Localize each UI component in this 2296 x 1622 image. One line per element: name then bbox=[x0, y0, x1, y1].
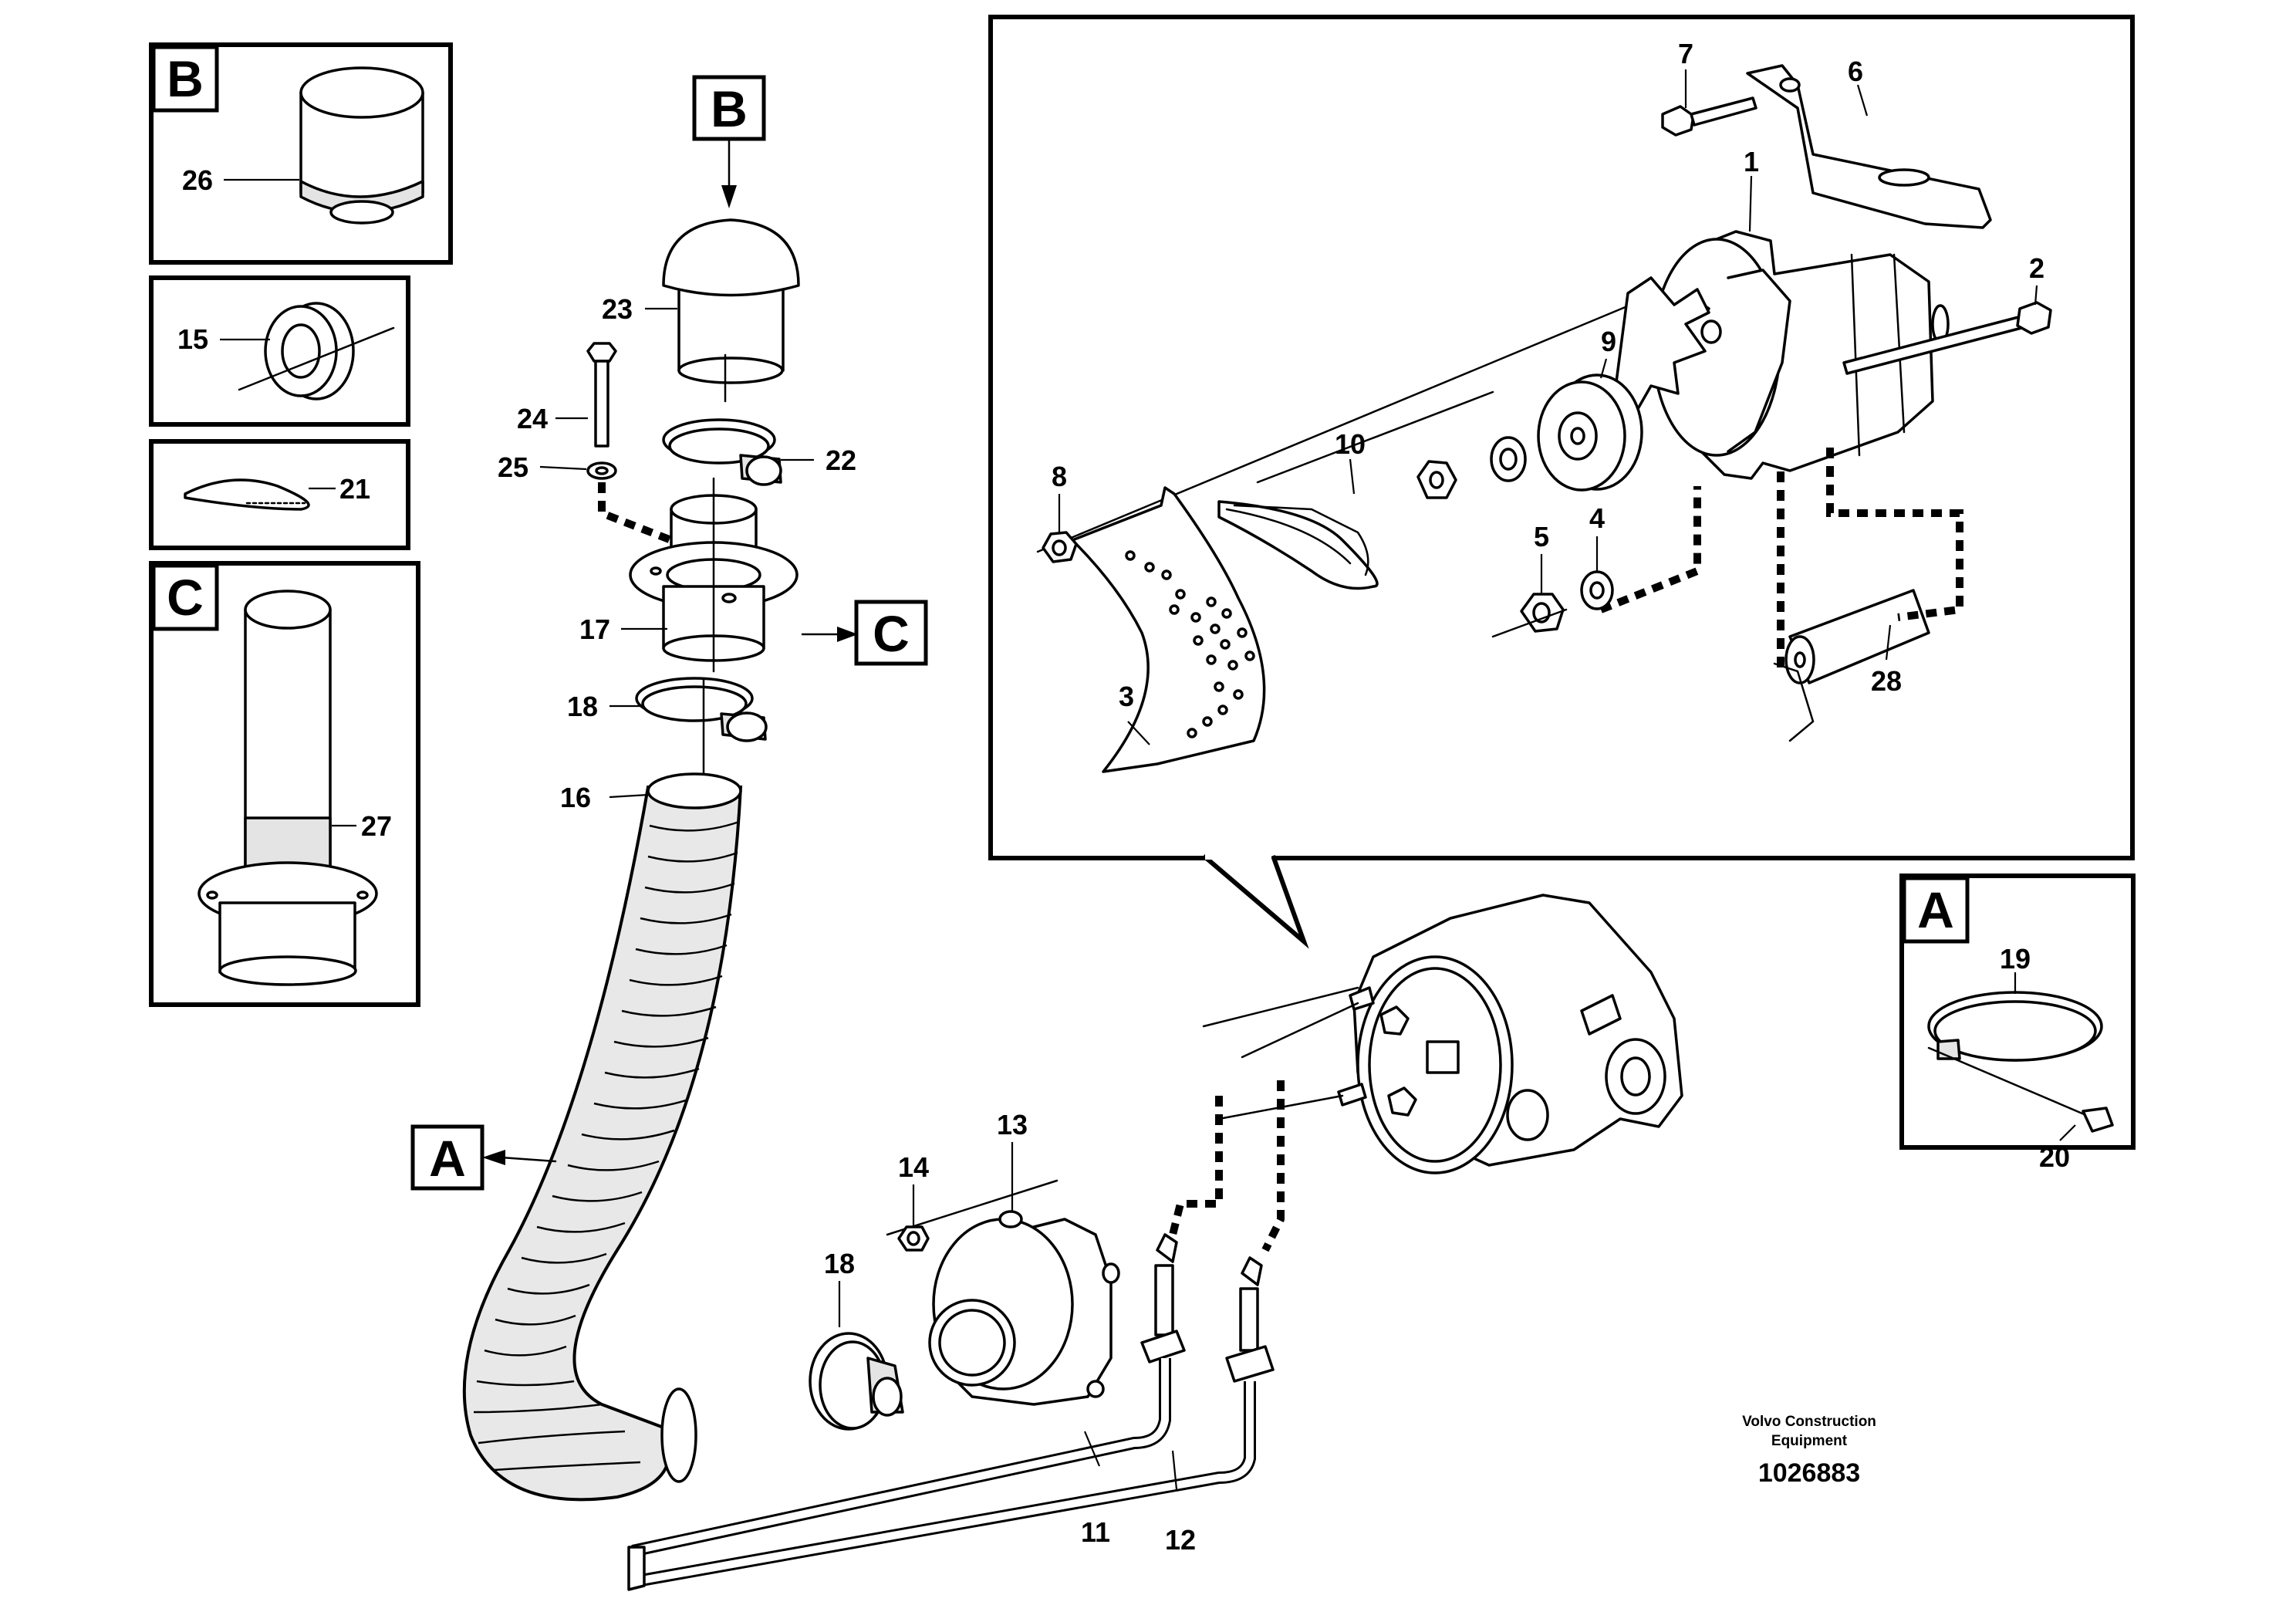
part-number-18-bottom: 18 bbox=[824, 1248, 855, 1279]
washer-part-25 bbox=[586, 461, 617, 480]
inset-c-tag: C bbox=[167, 569, 204, 626]
callout-b-tag: B bbox=[711, 80, 748, 137]
clamp-part-18-bottom bbox=[809, 1332, 904, 1431]
washer-part-4 bbox=[1580, 570, 1614, 610]
part-number-25: 25 bbox=[498, 451, 528, 483]
hose-ribs bbox=[473, 820, 740, 1472]
bushing-part-28 bbox=[1773, 589, 1930, 742]
footer: Volvo Construction Equipment 1026883 bbox=[1742, 1414, 1876, 1488]
bolt-part-7 bbox=[1661, 96, 1757, 137]
callout-c: C bbox=[801, 600, 928, 666]
washer-shaft bbox=[1490, 436, 1527, 482]
callout-c-tag: C bbox=[873, 605, 910, 662]
part-number-3: 3 bbox=[1119, 681, 1134, 712]
part-number-7: 7 bbox=[1678, 38, 1693, 69]
part-number-26: 26 bbox=[182, 164, 213, 196]
bracket-part-6 bbox=[1746, 64, 1992, 229]
part-number-8: 8 bbox=[1052, 461, 1067, 492]
part-number-28: 28 bbox=[1871, 665, 1902, 697]
part-number-23: 23 bbox=[602, 293, 633, 325]
bolt-part-20 bbox=[1927, 1046, 2114, 1133]
company-name-line2: Equipment bbox=[1771, 1433, 1848, 1449]
clamp-part-18-top bbox=[635, 677, 768, 781]
inset-b-tag: B bbox=[167, 50, 204, 107]
drawing-number: 1026883 bbox=[1758, 1458, 1860, 1488]
part-number-2: 2 bbox=[2029, 252, 2044, 284]
part-number-20: 20 bbox=[2039, 1141, 2070, 1173]
pipe-part-27 bbox=[198, 590, 378, 986]
part-number-5: 5 bbox=[1534, 521, 1549, 552]
dashed-link-12 bbox=[1169, 1096, 1223, 1236]
alternator-assembled bbox=[1337, 894, 1683, 1174]
callout-a-tag: A bbox=[429, 1130, 466, 1187]
callout-a: A bbox=[410, 1124, 557, 1191]
part-number-13: 13 bbox=[997, 1109, 1028, 1140]
part-number-18-top: 18 bbox=[567, 691, 598, 722]
cable-part-12 bbox=[631, 1256, 1275, 1588]
detail-frame: 1 2 3 4 5 6 7 8 9 10 28 bbox=[988, 15, 2135, 949]
part-number-9: 9 bbox=[1601, 326, 1616, 357]
inset-b: B 26 bbox=[149, 42, 453, 265]
part-number-24: 24 bbox=[517, 403, 548, 434]
bolt-part-2 bbox=[1842, 301, 2052, 375]
part-number-14: 14 bbox=[898, 1151, 929, 1183]
inset-c: C 27 bbox=[149, 561, 420, 1007]
clamp-part-22 bbox=[662, 418, 782, 486]
part-number-10: 10 bbox=[1335, 428, 1366, 460]
inset-a: A 19 20 bbox=[1899, 874, 2136, 1173]
inset-a-tag: A bbox=[1917, 881, 1954, 938]
part-number-4: 4 bbox=[1589, 502, 1605, 534]
part-number-16: 16 bbox=[560, 782, 591, 813]
part-number-15: 15 bbox=[177, 323, 208, 355]
fitting-part-17 bbox=[629, 477, 799, 673]
cap-part-23 bbox=[662, 218, 800, 403]
belt-part-10 bbox=[1217, 500, 1379, 590]
part-number-27: 27 bbox=[361, 810, 392, 842]
pulley-part-9 bbox=[1537, 373, 1643, 492]
grommet-part-15 bbox=[264, 302, 355, 400]
alternator-part-1 bbox=[1615, 230, 1950, 480]
company-name-line1: Volvo Construction bbox=[1742, 1414, 1876, 1430]
guard-holes bbox=[1125, 550, 1255, 738]
part-number-21: 21 bbox=[339, 473, 370, 505]
part-number-1: 1 bbox=[1744, 146, 1759, 177]
bolt-part-24 bbox=[586, 342, 617, 448]
part-number-11: 11 bbox=[1081, 1516, 1110, 1548]
callout-b: B bbox=[692, 75, 766, 208]
nut-part-8 bbox=[1042, 531, 1078, 563]
part-number-6: 6 bbox=[1848, 56, 1863, 87]
part-number-17: 17 bbox=[579, 613, 610, 645]
nut-part-14 bbox=[897, 1225, 930, 1252]
nut-shaft bbox=[1416, 460, 1457, 499]
part-number-19: 19 bbox=[2000, 943, 2031, 975]
cable-tie-part-21 bbox=[184, 478, 310, 511]
clamp-part-19 bbox=[1927, 991, 2103, 1062]
inset-15: 15 bbox=[149, 275, 410, 427]
part-number-22: 22 bbox=[826, 444, 856, 476]
filter-cap-part-26 bbox=[299, 66, 424, 225]
guard-part-3 bbox=[1071, 486, 1266, 773]
dashed-link-28b bbox=[1826, 448, 1963, 621]
dashed-link-13 bbox=[1261, 1080, 1285, 1252]
dashed-link-25 bbox=[598, 482, 673, 544]
cable-part-11 bbox=[631, 1233, 1186, 1557]
hose-part-16 bbox=[462, 772, 743, 1502]
part-number-12: 12 bbox=[1165, 1524, 1196, 1556]
cover-part-13 bbox=[886, 1179, 1120, 1406]
inset-21: 21 bbox=[149, 439, 410, 550]
